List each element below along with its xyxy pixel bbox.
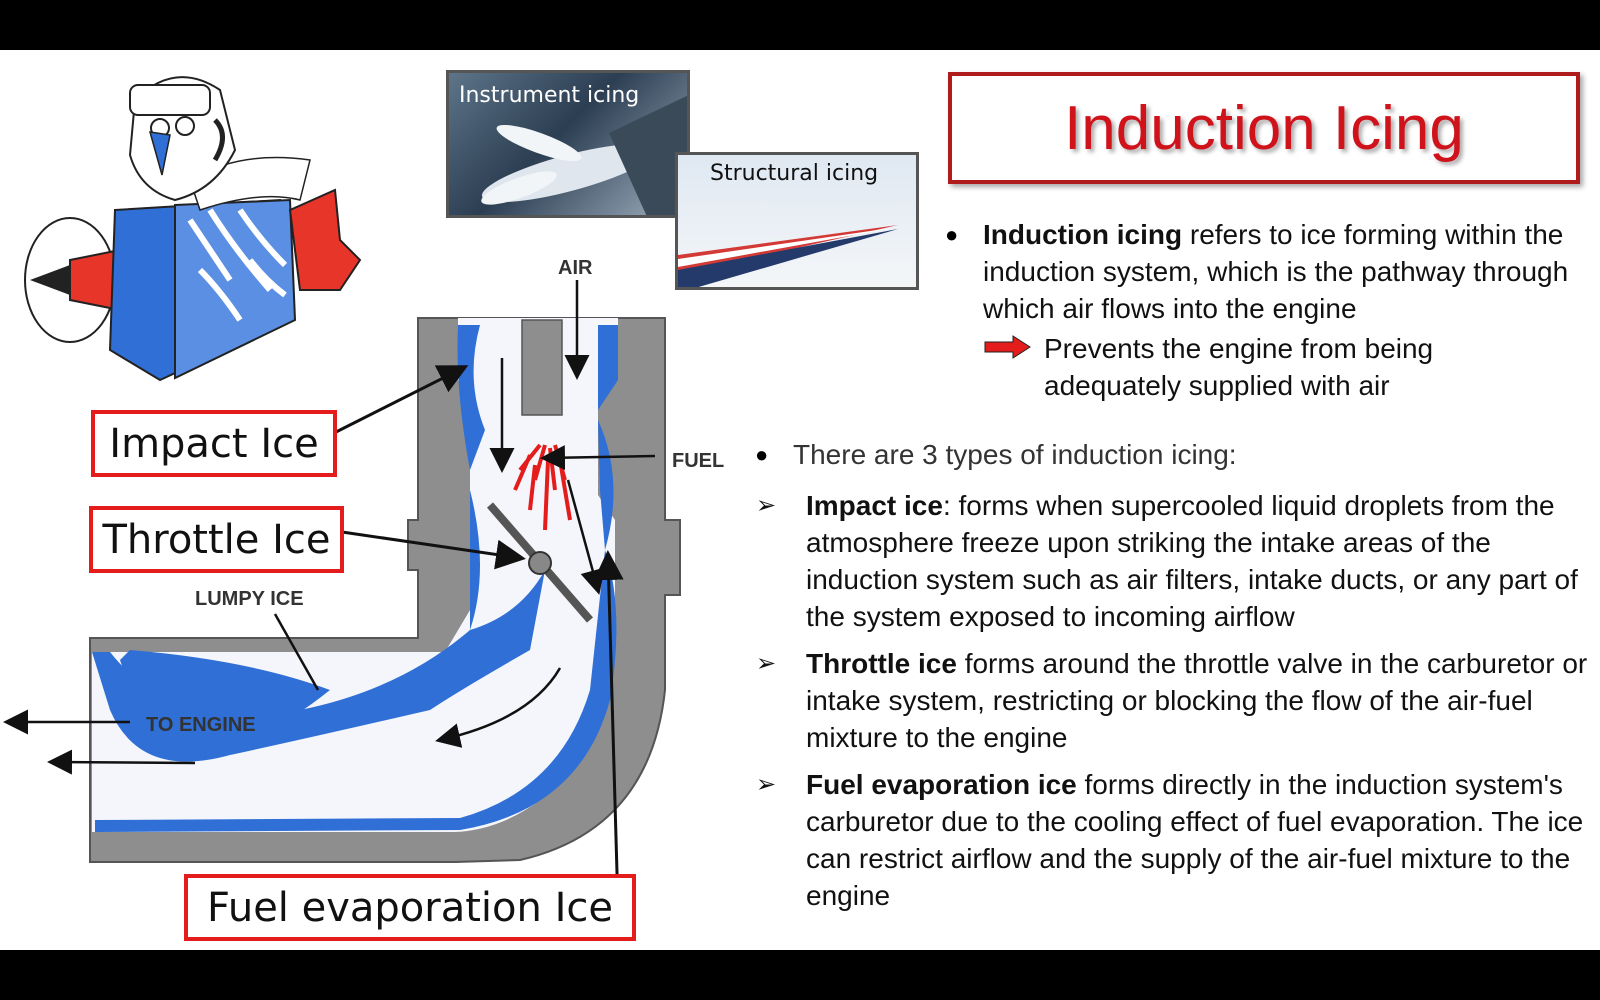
bullet-dot: ● [755, 442, 769, 467]
throttle-ice-callout: Throttle Ice [89, 506, 344, 573]
type-body: forms around the throttle valve in the c… [806, 648, 1588, 753]
type-body: forms directly in the induction system's… [806, 769, 1584, 911]
types-intro-bullet: ● There are 3 types of induction icing: [755, 436, 1355, 473]
list-item: ➢ Throttle ice forms around the throttle… [756, 645, 1596, 756]
title-box: Induction Icing [948, 72, 1580, 184]
instrument-icing-label: Instrument icing [459, 83, 640, 108]
type-text: Throttle ice forms around the throttle v… [806, 645, 1596, 756]
lumpy-ice-label: LUMPY ICE [195, 588, 304, 610]
impact-ice-callout: Impact Ice [91, 410, 337, 477]
type-body: : forms when supercooled liquid droplets… [806, 490, 1578, 632]
bullet-dot: ● [945, 222, 959, 247]
types-list: ➢ Impact ice: forms when supercooled liq… [756, 487, 1596, 914]
consequence-text: Prevents the engine from being adequatel… [1044, 333, 1434, 401]
intro-term: Induction icing [983, 219, 1183, 250]
types-intro-text: There are 3 types of induction icing: [793, 439, 1237, 470]
structural-icing-photo: Structural icing [675, 152, 919, 290]
fuel-label: FUEL [672, 450, 724, 472]
intro-bullet: ● Induction icing refers to ice forming … [945, 216, 1585, 327]
red-arrow-icon [984, 335, 1031, 359]
arrow-bullet-icon: ➢ [756, 491, 777, 519]
arrow-bullet-icon: ➢ [756, 649, 777, 677]
type-text: Fuel evaporation ice forms directly in t… [806, 766, 1596, 914]
list-item: ➢ Impact ice: forms when supercooled liq… [756, 487, 1596, 635]
intro-text: Induction icing refers to ice forming wi… [983, 216, 1585, 327]
air-label: AIR [558, 257, 593, 279]
arrow-bullet-icon: ➢ [756, 770, 777, 798]
type-text: Impact ice: forms when supercooled liqui… [806, 487, 1596, 635]
structural-icing-label: Structural icing [710, 161, 879, 186]
intro-body: refers to ice forming within the inducti… [983, 219, 1569, 324]
type-term: Fuel evaporation ice [806, 769, 1077, 800]
carburetor-diagram: AIR FUEL LUMPY ICE TO ENGINE [3, 257, 724, 909]
pilot-cartoon-icon [24, 76, 362, 382]
type-term: Impact ice [806, 490, 943, 521]
list-item: ➢ Fuel evaporation ice forms directly in… [756, 766, 1596, 914]
type-term: Throttle ice [806, 648, 957, 679]
fuel-evaporation-ice-callout: Fuel evaporation Ice [184, 874, 636, 941]
slide: Instrument icing Structural icing Induct… [0, 50, 1600, 950]
to-engine-label: TO ENGINE [146, 714, 256, 736]
pitot-tube-icon [481, 95, 687, 215]
instrument-icing-photo: Instrument icing [446, 70, 690, 218]
slide-title: Induction Icing [1064, 93, 1464, 163]
wing-icon [678, 225, 898, 287]
